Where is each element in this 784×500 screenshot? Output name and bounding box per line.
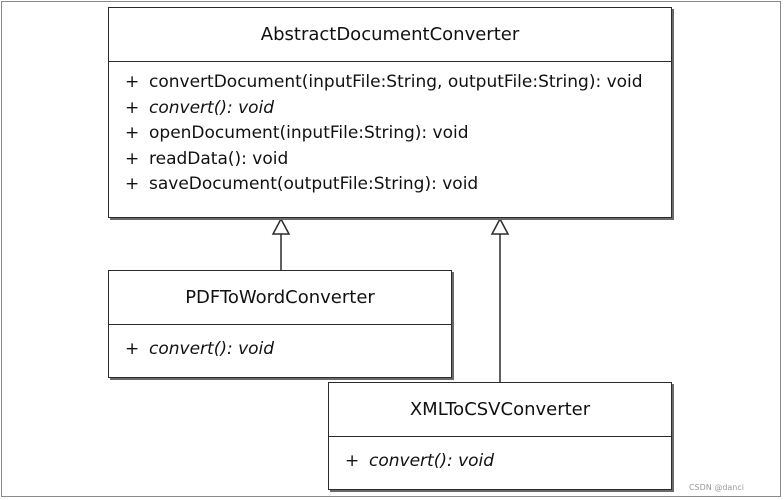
class-name: AbstractDocumentConverter bbox=[109, 8, 671, 62]
visibility-marker: + bbox=[125, 148, 140, 169]
class-xml-to-csv-converter[interactable]: XMLToCSVConverter + convert(): void bbox=[328, 382, 672, 490]
method-row-abstract: + convert(): void bbox=[125, 337, 451, 363]
method-list: + convert(): void bbox=[109, 325, 451, 363]
class-name: PDFToWordConverter bbox=[109, 271, 451, 325]
visibility-marker: + bbox=[125, 123, 140, 143]
method-signature: openDocument(inputFile:String): void bbox=[149, 123, 469, 143]
visibility-marker: + bbox=[125, 339, 140, 359]
generalization-arrowhead-pdf bbox=[271, 217, 291, 235]
class-name: XMLToCSVConverter bbox=[329, 383, 671, 437]
method-signature: convert(): void bbox=[369, 451, 495, 471]
method-row-abstract: + convert(): void bbox=[345, 449, 671, 475]
visibility-marker: + bbox=[345, 451, 360, 471]
watermark: CSDN @danci bbox=[688, 483, 744, 492]
visibility-marker: + bbox=[125, 72, 140, 92]
method-row: + readData(): void bbox=[125, 147, 671, 173]
class-abstract-document-converter[interactable]: AbstractDocumentConverter + convertDocume… bbox=[108, 7, 672, 218]
method-signature: saveDocument(outputFile:String): void bbox=[149, 174, 479, 194]
method-row: + openDocument(inputFile:String): void bbox=[125, 121, 671, 147]
method-list: + convertDocument(inputFile:String, outpu… bbox=[109, 62, 671, 198]
method-signature: convert(): void bbox=[149, 97, 275, 118]
method-signature: convert(): void bbox=[149, 339, 275, 359]
method-signature: readData(): void bbox=[149, 148, 289, 169]
method-row-abstract: + convert(): void bbox=[125, 96, 671, 122]
visibility-marker: + bbox=[125, 97, 140, 118]
method-row: + saveDocument(outputFile:String): void bbox=[125, 172, 671, 198]
class-pdf-to-word-converter[interactable]: PDFToWordConverter + convert(): void bbox=[108, 270, 452, 378]
generalization-arrowhead-xml bbox=[490, 217, 510, 235]
method-list: + convert(): void bbox=[329, 437, 671, 475]
method-signature: convertDocument(inputFile:String, output… bbox=[149, 72, 643, 92]
visibility-marker: + bbox=[125, 174, 140, 194]
method-row: + convertDocument(inputFile:String, outpu… bbox=[125, 70, 671, 96]
